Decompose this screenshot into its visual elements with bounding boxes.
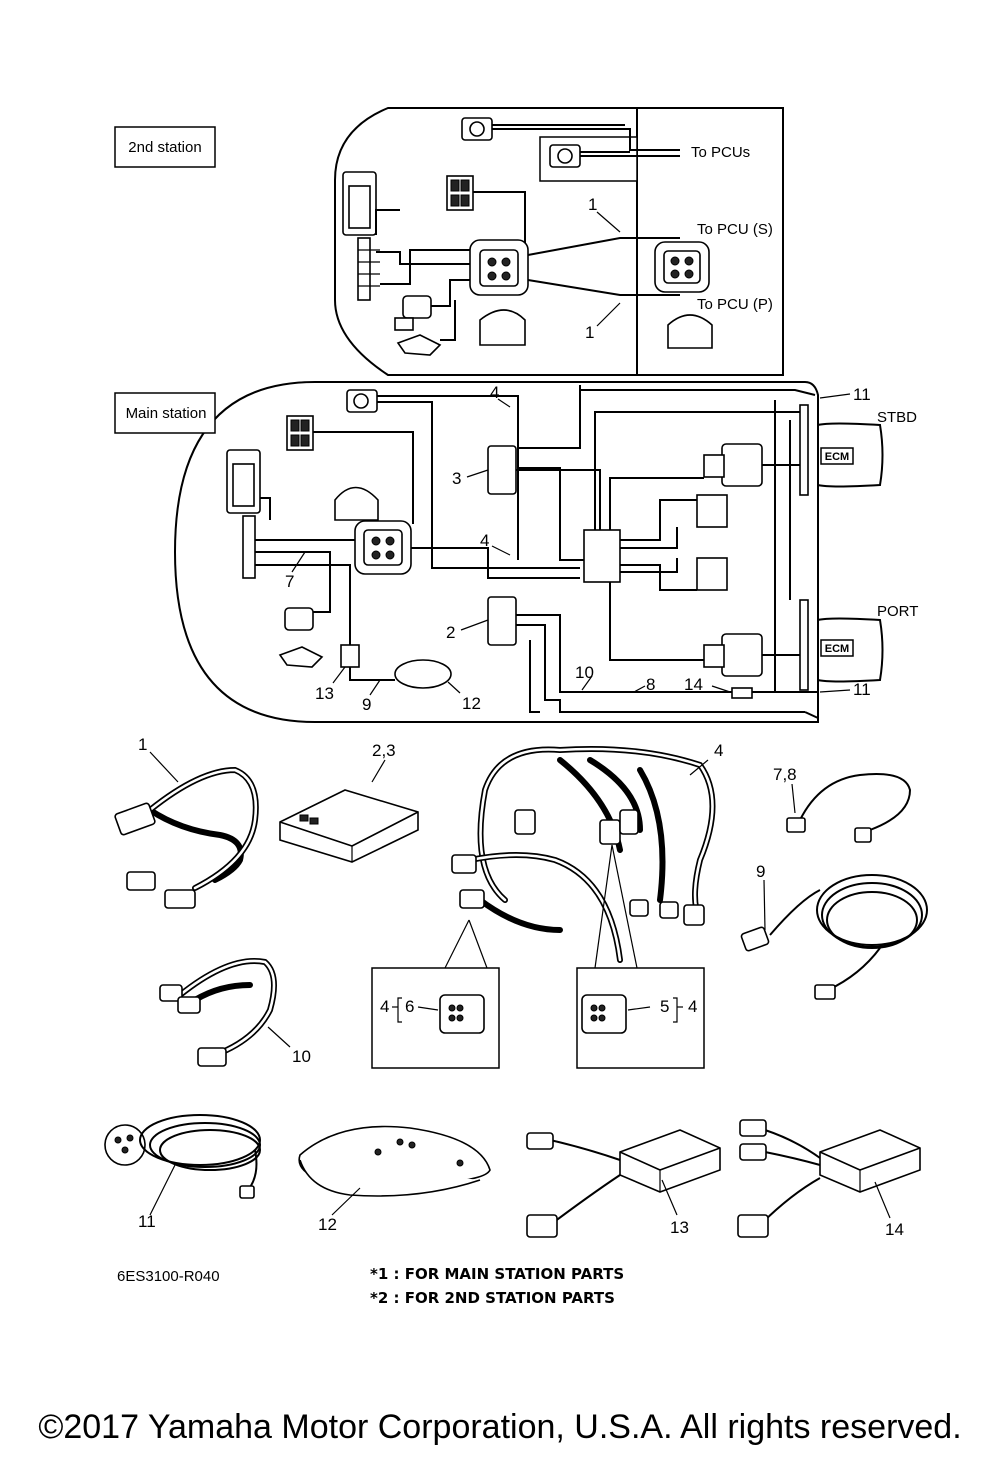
- callout-8-schematic: 8: [646, 675, 655, 694]
- callout-14-schematic: 14: [684, 675, 703, 694]
- junction-box-main: [354, 520, 412, 575]
- parts-illustrations: 1 2,3: [104, 735, 928, 1239]
- part-7-8-cable: 7,8: [773, 765, 912, 843]
- hub-13-main: [340, 644, 360, 668]
- part-10-harness: 10: [159, 958, 311, 1067]
- junction-strip-2nd: [357, 237, 380, 301]
- callout-9-schematic: 9: [362, 695, 371, 714]
- diagram-code: 6ES3100-R040: [117, 1268, 220, 1285]
- second-station-label-box: [114, 126, 216, 168]
- key-switch-2nd: [461, 117, 581, 168]
- relay-center: [583, 529, 621, 583]
- second-station-schematic: 2nd station: [114, 107, 784, 376]
- part-13-module: 13: [526, 1129, 721, 1238]
- part-9-cable: 9: [740, 862, 928, 1000]
- switch-panel-2nd: [446, 175, 474, 211]
- to-pcu-p-label: To PCU (P): [697, 296, 773, 313]
- main-station-label: Main station: [126, 405, 207, 422]
- hub-12-main: [394, 659, 452, 689]
- callout-13-schematic: 13: [315, 684, 334, 703]
- gauge-main: [334, 486, 379, 521]
- callout-1-upper: 1: [588, 195, 597, 214]
- callout-13-part: 13: [670, 1218, 689, 1237]
- callout-1-part: 1: [138, 735, 147, 754]
- part-2-3-hub: 2,3: [279, 741, 419, 863]
- part-1-harness: 1: [114, 735, 259, 909]
- to-pcu-s-label: To PCU (S): [697, 221, 773, 238]
- callout-4-part: 4: [714, 741, 723, 760]
- ecm-box-14: [731, 687, 753, 699]
- second-station-label: 2nd station: [128, 139, 201, 156]
- callout-14-part: 14: [885, 1220, 904, 1239]
- throttle-sensor-main: [278, 607, 324, 668]
- hub-3: [487, 445, 517, 495]
- callout-10-part: 10: [292, 1047, 311, 1066]
- callout-11-lower: 11: [853, 680, 871, 699]
- main-station-schematic: Main station STBD PORT ECM ECM: [114, 381, 918, 723]
- detail-box-left: 4 6: [371, 967, 500, 1069]
- callout-4-upper: 4: [490, 383, 499, 402]
- part-4-main-harness: 4: [444, 741, 723, 969]
- display-2nd: [342, 171, 377, 236]
- key-switch-main: [346, 389, 378, 413]
- port-label: PORT: [877, 603, 918, 620]
- engine-unit-port: [703, 633, 763, 677]
- junction-box-2nd: [469, 239, 529, 296]
- display-main: [226, 449, 261, 514]
- callout-10-schematic: 10: [575, 663, 594, 682]
- engine-unit-stbd: [703, 443, 763, 487]
- switch-panel-main: [286, 415, 314, 451]
- part-11-sensor-cable: 11: [104, 1114, 261, 1231]
- callout-7: 7: [285, 572, 294, 591]
- callout-9-part: 9: [756, 862, 765, 881]
- main-station-label-box: [114, 392, 216, 434]
- stbd-label: STBD: [877, 409, 917, 426]
- part-12-cover: 12: [298, 1125, 491, 1234]
- ecm-port-label: ECM: [825, 643, 849, 655]
- callout-12-part: 12: [318, 1215, 337, 1234]
- copyright-notice: ©2017 Yamaha Motor Corporation, U.S.A. A…: [38, 1408, 962, 1446]
- callout-3: 3: [452, 469, 461, 488]
- callout-11-part: 11: [138, 1212, 156, 1231]
- note-main-station: *1 : FOR MAIN STATION PARTS: [370, 1265, 624, 1283]
- callout-7-8-part: 7,8: [773, 765, 797, 784]
- callout-4-lower: 4: [480, 531, 489, 550]
- callout-11-upper: 11: [853, 385, 871, 404]
- note-second-station: *2 : FOR 2ND STATION PARTS: [370, 1289, 615, 1307]
- detail-right-ref: 4: [688, 997, 697, 1016]
- detail-left-ref: 4: [380, 997, 389, 1016]
- pcu-junction-2nd: [654, 241, 710, 293]
- battery-port: [696, 557, 728, 591]
- junction-strip-main: [242, 515, 256, 579]
- hub-2: [487, 596, 517, 646]
- harness-strip-port: [799, 599, 809, 691]
- ecm-stbd-label: ECM: [825, 451, 849, 463]
- detail-box-right: 5 4: [576, 967, 705, 1069]
- callout-2-3-part: 2,3: [372, 741, 396, 760]
- callout-2: 2: [446, 623, 455, 642]
- part-14-module: 14: [737, 1119, 921, 1239]
- callout-1-lower: 1: [585, 323, 594, 342]
- detail-right-part: 5: [660, 997, 669, 1016]
- detail-left-part: 6: [405, 997, 414, 1016]
- harness-strip-stbd: [799, 404, 809, 496]
- callout-12-schematic: 12: [462, 694, 481, 713]
- to-pcus-label: To PCUs: [691, 144, 750, 161]
- sensor-2nd: [394, 295, 713, 356]
- battery-stbd: [696, 494, 728, 528]
